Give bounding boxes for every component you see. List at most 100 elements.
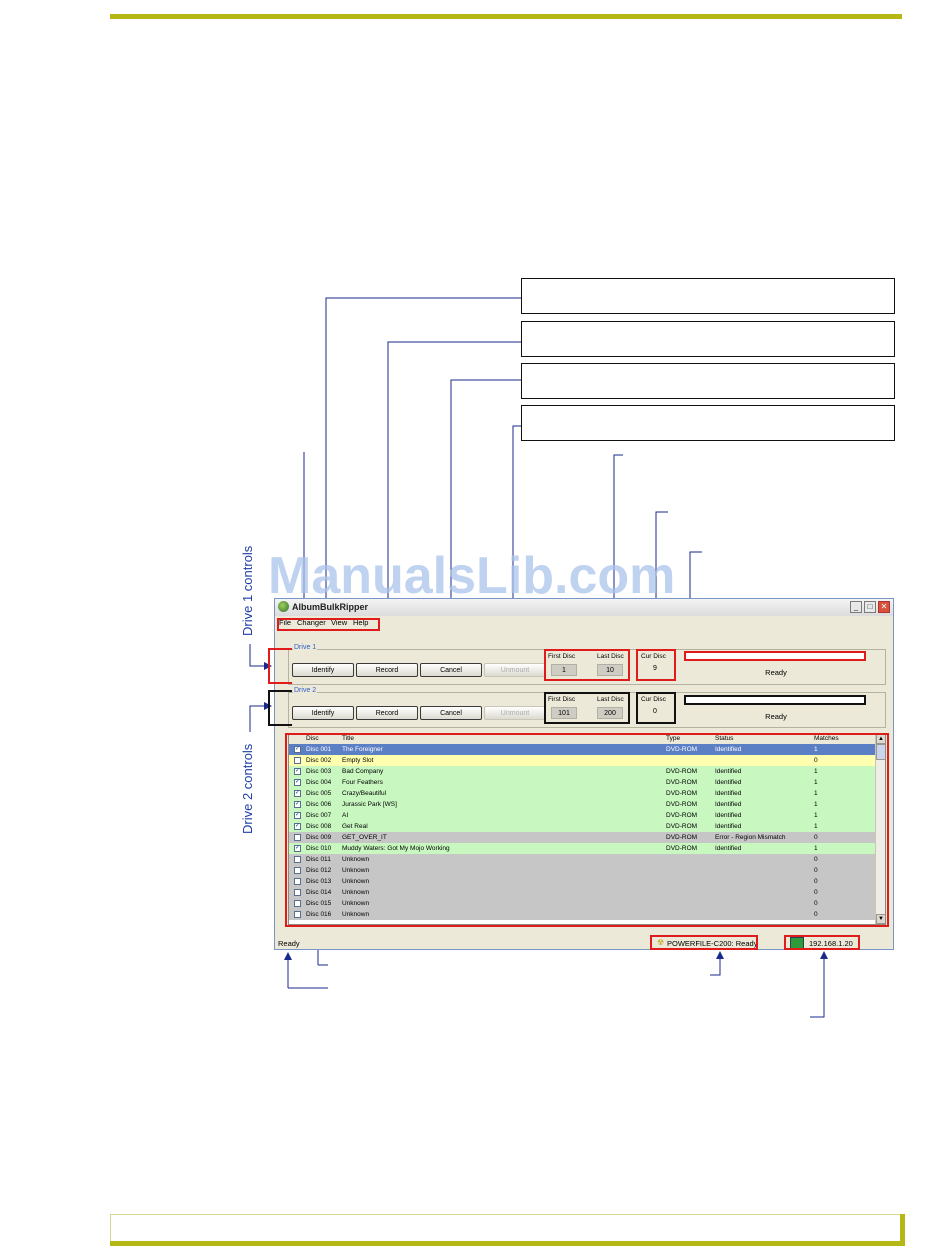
row-matches: 1	[814, 801, 818, 808]
footer-accent-bar	[110, 1241, 905, 1246]
row-disc: Disc 003	[306, 768, 332, 775]
row-type: DVD-ROM	[666, 790, 698, 797]
drive1-last-disc-field[interactable]: 10	[597, 664, 623, 676]
column-title[interactable]: Title	[342, 735, 355, 742]
scroll-down-icon[interactable]: ▼	[876, 914, 885, 924]
row-checkbox[interactable]	[294, 889, 301, 896]
row-type: DVD-ROM	[666, 768, 698, 775]
row-checkbox[interactable]: ✓	[294, 845, 301, 852]
drive1-progress-bar	[684, 651, 866, 661]
row-title: AI	[342, 812, 349, 819]
drive1-first-disc-label: First Disc	[548, 653, 576, 660]
drive1-unmount-button[interactable]: Unmount	[484, 663, 546, 677]
drive1-first-disc-field[interactable]: 1	[551, 664, 577, 676]
row-status: Identified	[715, 768, 742, 775]
row-matches: 0	[814, 900, 818, 907]
row-checkbox[interactable]	[294, 900, 301, 907]
row-status: Identified	[715, 823, 742, 830]
row-checkbox[interactable]	[294, 834, 301, 841]
status-changer-text: POWERFILE-C200: Ready	[667, 939, 758, 948]
row-disc: Disc 015	[306, 900, 332, 907]
table-row[interactable]: Disc 015 Unknown 0	[289, 898, 875, 909]
drive2-identify-button[interactable]: Identify	[292, 706, 354, 720]
row-status: Identified	[715, 746, 742, 753]
row-disc: Disc 001	[306, 746, 332, 753]
drive2-record-button[interactable]: Record	[356, 706, 418, 720]
list-scrollbar[interactable]: ▲ ▼	[875, 734, 885, 924]
row-checkbox[interactable]	[294, 911, 301, 918]
row-checkbox[interactable]	[294, 757, 301, 764]
menu-help[interactable]: Help	[353, 618, 369, 627]
disc-list[interactable]: Disc Title Type Status Matches ✓ Disc 001…	[288, 733, 886, 925]
row-disc: Disc 004	[306, 779, 332, 786]
row-checkbox[interactable]: ✓	[294, 812, 301, 819]
row-disc: Disc 014	[306, 889, 332, 896]
row-checkbox[interactable]	[294, 878, 301, 885]
scroll-thumb[interactable]	[876, 744, 885, 760]
row-status: Error - Region Mismatch	[715, 834, 786, 841]
row-checkbox[interactable]: ✓	[294, 801, 301, 808]
row-status: Identified	[715, 790, 742, 797]
row-disc: Disc 016	[306, 911, 332, 918]
menu-changer[interactable]: Changer	[297, 618, 326, 627]
drive1-identify-button[interactable]: Identify	[292, 663, 354, 677]
close-icon[interactable]: ✕	[878, 601, 890, 613]
row-checkbox[interactable]: ✓	[294, 746, 301, 753]
row-title: Unknown	[342, 878, 370, 885]
drive1-bracket	[268, 648, 292, 684]
column-matches[interactable]: Matches	[814, 735, 839, 742]
drive1-cur-disc-value: 9	[653, 665, 657, 672]
drive2-cur-disc-value: 0	[653, 708, 657, 715]
disc-list-highlight	[285, 733, 889, 927]
row-title: Empty Slot	[342, 757, 374, 764]
row-type: DVD-ROM	[666, 812, 698, 819]
column-status[interactable]: Status	[715, 735, 734, 742]
row-status: Identified	[715, 845, 742, 852]
drive1-label: Drive 1	[293, 644, 318, 651]
maximize-icon[interactable]: □	[864, 601, 876, 613]
drive2-label: Drive 2	[293, 687, 318, 694]
row-checkbox[interactable]	[294, 856, 301, 863]
drive2-cancel-button[interactable]: Cancel	[420, 706, 482, 720]
row-title: Unknown	[342, 889, 370, 896]
drive1-record-button[interactable]: Record	[356, 663, 418, 677]
row-title: Unknown	[342, 900, 370, 907]
row-checkbox[interactable]: ✓	[294, 768, 301, 775]
column-type[interactable]: Type	[666, 735, 681, 742]
menu-file[interactable]: File	[279, 618, 292, 627]
row-matches: 1	[814, 812, 818, 819]
row-checkbox[interactable]: ✓	[294, 790, 301, 797]
drive2-first-disc-field[interactable]: 101	[551, 707, 577, 719]
row-checkbox[interactable]: ✓	[294, 779, 301, 786]
row-checkbox[interactable]	[294, 867, 301, 874]
row-title: Unknown	[342, 856, 370, 863]
minimize-icon[interactable]: _	[850, 601, 862, 613]
drive2-unmount-button[interactable]: Unmount	[484, 706, 546, 720]
row-disc: Disc 009	[306, 834, 332, 841]
column-disc[interactable]: Disc	[306, 735, 319, 742]
drive2-last-disc-field[interactable]: 200	[597, 707, 623, 719]
row-disc: Disc 010	[306, 845, 332, 852]
row-title: Get Real	[342, 823, 368, 830]
drive1-cancel-button[interactable]: Cancel	[420, 663, 482, 677]
drive2-first-disc-label: First Disc	[548, 696, 576, 703]
row-disc: Disc 006	[306, 801, 332, 808]
row-disc: Disc 005	[306, 790, 332, 797]
row-checkbox[interactable]: ✓	[294, 823, 301, 830]
menu-view[interactable]: View	[331, 618, 348, 627]
